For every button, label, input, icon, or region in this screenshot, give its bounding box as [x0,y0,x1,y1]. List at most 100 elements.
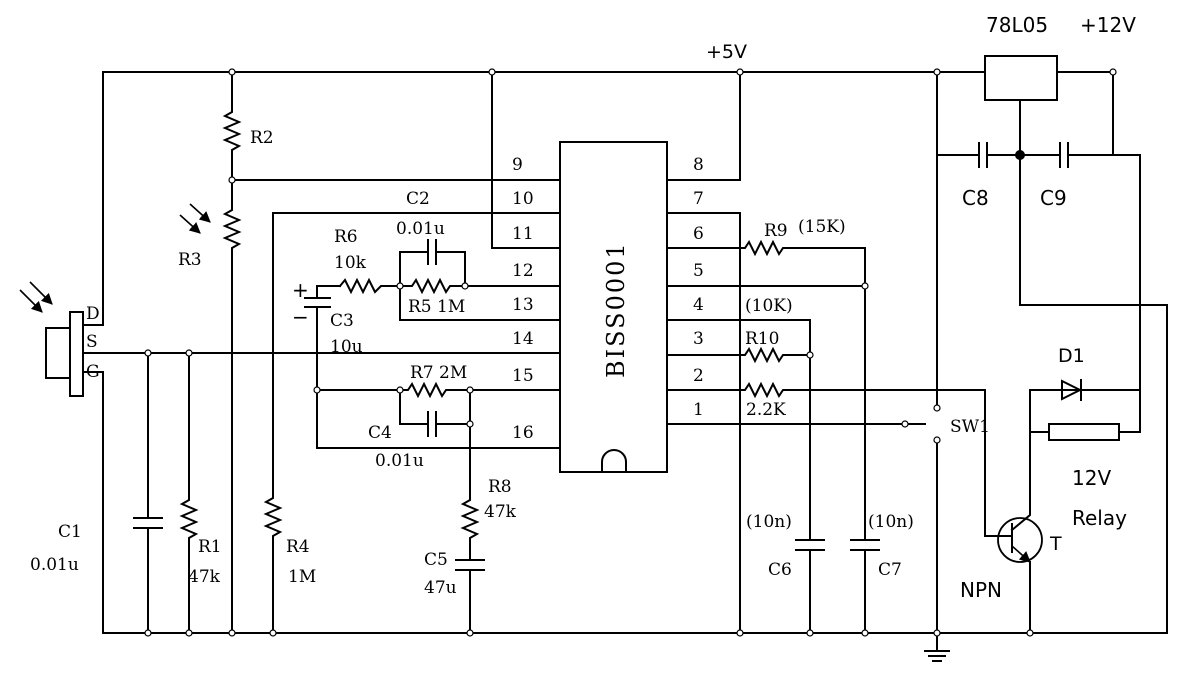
rail-5v [102,71,986,326]
resistor-r6 [338,277,401,295]
resistor-r5 [399,251,561,321]
capacitor-c4 [399,389,471,437]
pin-9: 9 [512,155,523,175]
pin-4: 4 [693,295,704,315]
label-c8: C8 [962,186,989,210]
capacitor-c3 [304,285,561,449]
wire-pin11 [491,71,561,249]
value-c3: 10u [330,337,363,357]
capacitor-c6 [795,539,825,634]
label-c6: C6 [768,560,792,580]
resistor-r3 [179,179,242,634]
capacitor-c2 [399,239,466,287]
pin-7: 7 [693,189,704,209]
resistor-r8 [460,389,480,561]
value-c5: 47u [424,578,457,598]
pin-11: 11 [512,224,534,244]
label-c2: C2 [406,189,430,209]
pin-8: 8 [693,155,704,175]
value-c7: (10n) [868,512,914,532]
value-r8: 47k [484,502,517,522]
sensor-pin-g: G [86,362,100,382]
value-r10: (10K) [745,296,793,316]
rail-12v [1056,71,1141,176]
label-r7: R7 2M [410,363,467,383]
label-d1: D1 [1058,345,1085,367]
wire-pin8 [666,71,741,181]
label-r4: R4 [286,537,310,557]
pin-2: 2 [693,366,704,386]
relay-coil [1029,174,1141,441]
value-c2: 0.01u [396,219,445,239]
value-r4: 1M [288,567,316,587]
value-c6: (10n) [746,512,792,532]
resistor-r2 [222,71,242,181]
label-5v: +5V [706,41,747,63]
light-arrows-icon [19,281,53,313]
label-c1: C1 [58,522,82,542]
regulator-78l05 [984,55,1058,156]
junction-dots [144,68,1117,637]
wire-pin4 [666,319,811,541]
ic-biss0001 [559,141,668,473]
label-r10: R10 [745,329,779,349]
value-r11: 2.2K [746,400,786,420]
resistor-r9 [666,239,866,541]
ic-name: BISS0001 [602,241,630,378]
pin-14: 14 [512,329,534,349]
label-r3: R3 [178,250,202,270]
pin-10: 10 [512,189,534,209]
label-78l05: 78L05 [986,13,1048,37]
label-r5: R5 1M [408,297,465,317]
pin-15: 15 [512,366,534,386]
switch-sw1 [901,71,941,634]
pin-12: 12 [512,261,534,281]
value-r9: (15K) [798,217,846,237]
label-c3: C3 [330,311,354,331]
capacitor-c8-c9 [936,142,1168,306]
c3-minus: − [292,305,309,329]
diode-d1 [1029,379,1141,401]
transistor-npn [994,389,1043,634]
label-r1: R1 [198,537,222,557]
relay-label: Relay [1072,506,1127,530]
label-c7: C7 [878,560,902,580]
sensor-pin-s: S [86,332,98,352]
pin-5: 5 [693,261,704,281]
pir-sensor [45,311,561,397]
wire-pin7 [666,212,741,634]
relay-voltage: 12V [1072,466,1111,490]
value-r1: 47k [188,567,221,587]
label-r2: R2 [250,128,274,148]
capacitor-c1 [133,352,163,634]
resistor-r4 [263,212,561,634]
capacitor-c7 [850,539,880,634]
label-r8: R8 [488,477,512,497]
pin-1: 1 [693,400,704,420]
pin-6: 6 [693,224,704,244]
ground-icon [924,632,950,662]
label-r9: R9 [764,221,788,241]
pin-16: 16 [512,423,534,443]
value-c4: 0.01u [375,451,424,471]
value-c1: 0.01u [30,555,79,575]
resistor-r1 [179,352,199,634]
sensor-pin-d: D [86,304,100,324]
pin-3: 3 [693,329,704,349]
label-c5: C5 [424,550,448,570]
label-r6: R6 [334,227,358,247]
capacitor-c5 [455,559,485,634]
resistor-r11 [666,381,996,537]
label-sw1: SW1 [950,417,990,437]
c3-plus: + [292,278,309,302]
resistor-r7 [316,381,561,399]
label-c9: C9 [1040,186,1067,210]
value-r6: 10k [334,253,367,273]
label-transistor: T [1049,533,1062,555]
label-c4: C4 [368,423,392,443]
pin-13: 13 [512,295,534,315]
resistor-r10 [666,346,811,364]
label-12v: +12V [1080,13,1136,37]
